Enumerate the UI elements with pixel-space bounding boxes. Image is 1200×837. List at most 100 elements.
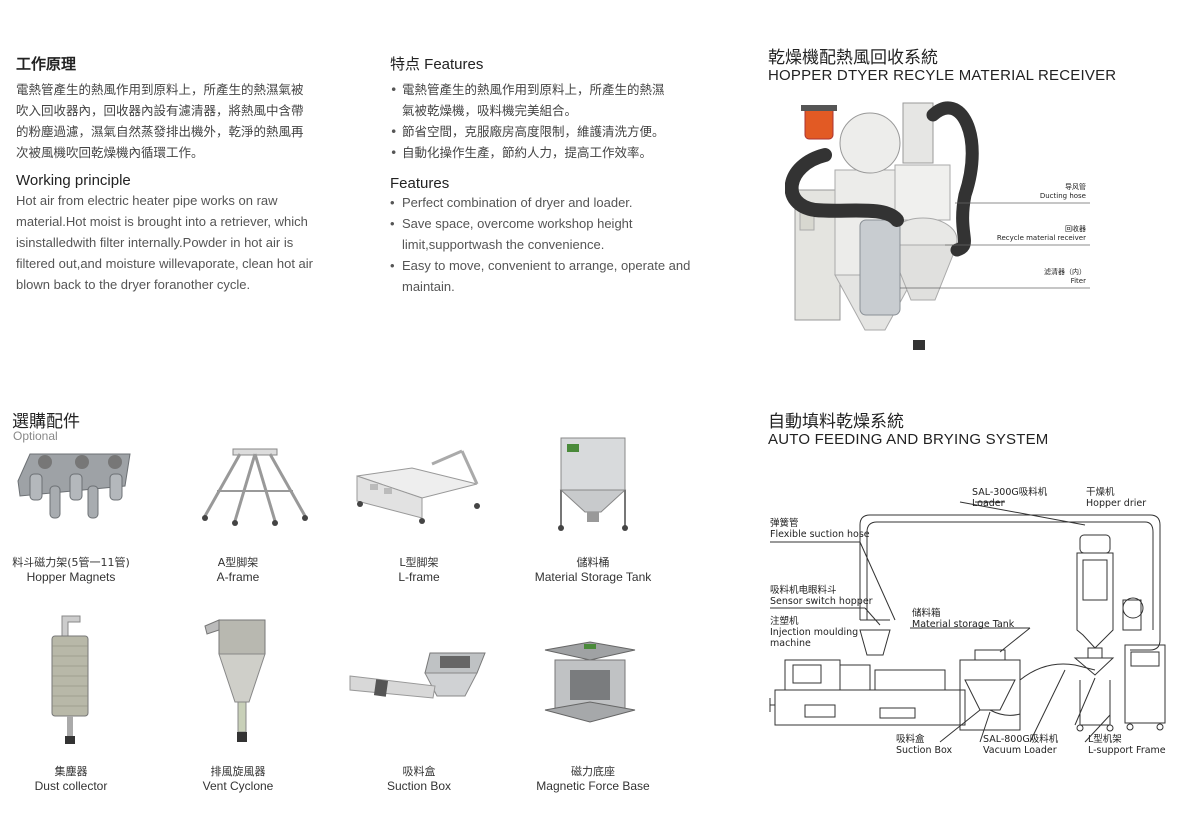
caption-cn: A型脚架 — [217, 556, 259, 569]
label-cn: 滤清器（内） — [1044, 268, 1086, 276]
feature-item: Save space, overcome workshop height lim… — [390, 213, 720, 255]
label-injection-machine: 注塑机 Injection moulding machine — [770, 616, 858, 649]
feature-item: 電熱管產生的熱風作用到原料上，所產生的熱濕 氣被乾燥機，吸料機完美組合。 — [390, 79, 720, 121]
caption-storage-tank: 儲料桶 Material Storage Tank — [518, 555, 668, 585]
label-cn: 干燥机 — [1086, 487, 1115, 498]
caption-en: Hopper Magnets — [26, 570, 116, 584]
label-flexible-hose: 弹簧管 Flexible suction hose — [770, 518, 870, 540]
feature-line: 節省空間，克服廠房高度限制，維護清洗方便。 — [402, 124, 665, 139]
feature-item: 自動化操作生產，節約人力，提高工作效率。 — [390, 142, 720, 163]
feature-line: Save space, overcome workshop height — [402, 216, 633, 231]
label-vacuum-loader: SAL-800G吸料机 Vacuum Loader — [983, 734, 1058, 756]
caption-en: Vent Cyclone — [202, 779, 274, 793]
label-cn: 导风管 — [1065, 183, 1086, 191]
auto-feeding-diagram — [769, 501, 1166, 743]
magnetic-base-image — [544, 641, 636, 723]
feature-line: Perfect combination of dryer and loader. — [402, 195, 633, 210]
label-en: Material storage Tank — [912, 619, 1015, 630]
principle-line: 吹入回收器內，回收器內設有濾清器，將熱風中含帶 — [16, 103, 304, 118]
receiver-title-en: HOPPER DTYER RECYLE MATERIAL RECEIVER — [768, 67, 1117, 84]
label-cn: L型机架 — [1088, 734, 1122, 745]
label-en: Hopper drier — [1086, 498, 1147, 509]
feature-item: Perfect combination of dryer and loader. — [390, 192, 720, 213]
label-cn: 吸料机电眼料斗 — [770, 585, 837, 596]
label-en: machine — [770, 638, 811, 649]
label-cn: SAL-800G吸料机 — [983, 734, 1059, 745]
label-en: Suction Box — [896, 745, 953, 756]
feature-line: 自動化操作生產，節約人力，提高工作效率。 — [402, 145, 653, 160]
label-en: Fiter — [1070, 277, 1086, 285]
label-cn: 储料箱 — [912, 608, 941, 619]
features-list-en: Perfect combination of dryer and loader.… — [390, 192, 720, 297]
caption-cn: 排風旋風器 — [210, 765, 266, 778]
principle-title-cn: 工作原理 — [16, 55, 77, 73]
caption-cn: L型脚架 — [399, 556, 439, 569]
caption-l-frame: L型脚架 L-frame — [344, 555, 494, 585]
label-l-support-frame: L型机架 L-support Frame — [1088, 734, 1166, 756]
feature-line: limit,supportwash the convenience. — [402, 237, 605, 252]
feature-item: Easy to move, convenient to arrange, ope… — [390, 255, 720, 297]
label-suction-box: 吸料盒 Suction Box — [896, 734, 952, 756]
feature-item: 節省空間，克服廠房高度限制，維護清洗方便。 — [390, 121, 720, 142]
optional-title-cn: 選購配件 — [12, 412, 80, 432]
caption-en: Material Storage Tank — [534, 570, 652, 584]
principle-title-en: Working principle — [16, 172, 131, 189]
label-cn: 吸料盒 — [896, 734, 925, 745]
features-section: 特点 Features 電熱管產生的熱風作用到原料上，所產生的熱濕 氣被乾燥機，… — [390, 53, 720, 297]
label-en: Ducting hose — [1039, 192, 1086, 200]
l-frame-image — [356, 449, 480, 524]
caption-en: Magnetic Force Base — [536, 779, 650, 793]
label-hopper-drier: 干燥机 Hopper drier — [1086, 487, 1146, 509]
principle-line: Hot air from electric heater pipe works … — [16, 193, 278, 208]
caption-cn: 料斗磁力架(5管一11管) — [12, 556, 130, 569]
principle-line: 的粉塵過濾，濕氣自然蒸發排出機外，乾淨的熱風再 — [16, 124, 304, 139]
label-sensor-hopper: 吸料机电眼料斗 Sensor switch hopper — [770, 585, 873, 607]
label-en: Sensor switch hopper — [770, 596, 873, 607]
caption-suction-box: 吸料盒 Suction Box — [344, 764, 494, 794]
feature-line: maintain. — [402, 279, 455, 294]
dust-collector-image — [51, 615, 89, 744]
caption-cn: 磁力底座 — [571, 765, 615, 778]
principle-line: filtered out,and moisture willevaporate,… — [16, 256, 313, 271]
features-list-cn: 電熱管產生的熱風作用到原料上，所產生的熱濕 氣被乾燥機，吸料機完美組合。 節省空… — [390, 79, 720, 163]
label-recycle-receiver: 回收器 Recycle material receiver — [997, 225, 1086, 243]
caption-cn: 吸料盒 — [402, 765, 436, 778]
label-cn: SAL-300G吸料机 — [972, 487, 1048, 498]
caption-a-frame: A型脚架 A-frame — [163, 555, 313, 585]
principle-line: isinstalledwith filter internally.Powder… — [16, 235, 294, 250]
caption-vent-cyclone: 排風旋風器 Vent Cyclone — [163, 764, 313, 794]
feature-line: Easy to move, convenient to arrange, ope… — [402, 258, 691, 273]
suction-box-image — [349, 652, 486, 699]
a-frame-image — [202, 448, 308, 526]
vent-cyclone-image — [204, 619, 266, 742]
label-cn: 弹簧管 — [770, 518, 799, 529]
caption-hopper-magnets: 料斗磁力架(5管一11管) Hopper Magnets — [0, 555, 146, 585]
caption-dust-collector: 集塵器 Dust collector — [0, 764, 146, 794]
working-principle-section: 工作原理 電熱管產生的熱風作用到原料上，所產生的熱濕氣被 吹入回收器內，回收器內… — [16, 53, 346, 295]
caption-en: L-frame — [398, 570, 440, 584]
caption-cn: 儲料桶 — [576, 556, 610, 569]
feature-line: 電熱管產生的熱風作用到原料上，所產生的熱濕 — [402, 82, 665, 97]
label-cn: 回收器 — [1065, 225, 1086, 233]
principle-line: blown back to the dryer foranother cycle… — [16, 277, 251, 292]
caption-en: A-frame — [216, 570, 260, 584]
label-loader: SAL-300G吸料机 Loader — [972, 487, 1047, 509]
auto-title-cn: 自動填料乾燥系統 — [768, 412, 904, 432]
principle-text-cn: 電熱管產生的熱風作用到原料上，所產生的熱濕氣被 吹入回收器內，回收器內設有濾清器… — [16, 79, 346, 163]
caption-en: Suction Box — [386, 779, 452, 793]
caption-cn: 集塵器 — [54, 765, 88, 778]
storage-tank-image — [558, 437, 628, 531]
auto-title-en: AUTO FEEDING AND BRYING SYSTEM — [768, 431, 1049, 448]
label-en: Loader — [972, 498, 1005, 509]
features-title-cn: 特点 Features — [390, 56, 484, 73]
principle-line: 電熱管產生的熱風作用到原料上，所產生的熱濕氣被 — [16, 82, 304, 97]
label-filter: 滤清器（内） Fiter — [1044, 268, 1086, 286]
label-ducting-hose: 导风管 Ducting hose — [1040, 183, 1086, 201]
receiver-title-cn: 乾燥機配熱風回收系統 — [768, 48, 938, 68]
optional-title-en: Optional — [13, 429, 58, 443]
label-cn: 注塑机 — [770, 616, 799, 627]
features-title-en: Features — [390, 175, 450, 192]
principle-line: material.Hot moist is brought into a ret… — [16, 214, 308, 229]
caption-en: Dust collector — [34, 779, 108, 793]
principle-text-en: Hot air from electric heater pipe works … — [16, 190, 346, 295]
